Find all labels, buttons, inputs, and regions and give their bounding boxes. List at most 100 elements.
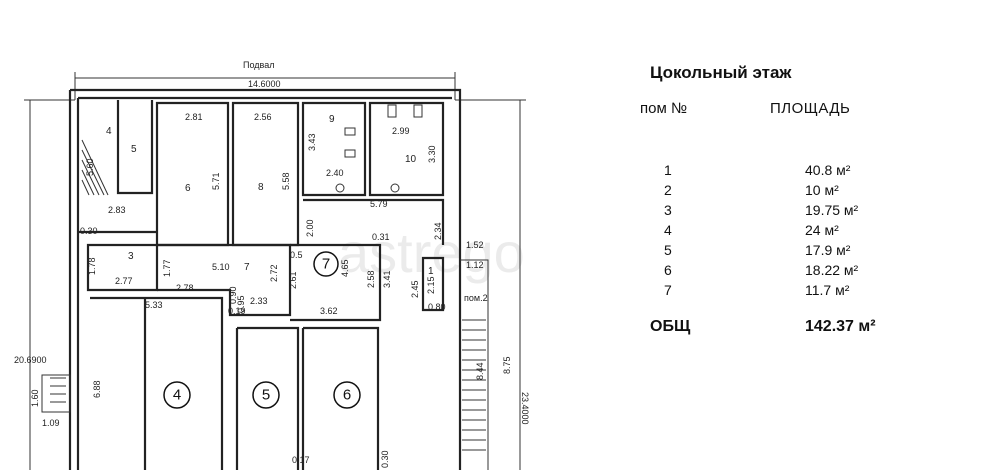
dim-5.33: 5.33 — [145, 300, 163, 310]
room-marker-5-num: 5 — [262, 387, 270, 404]
room-marker-7-num: 7 — [322, 256, 330, 273]
dim-3.43: 3.43 — [307, 133, 317, 151]
room-label-3: 3 — [128, 251, 134, 262]
dim-0.19: 0.19 — [228, 306, 246, 316]
toilet-icons — [344, 104, 423, 158]
legend-row: 2 10 м² — [600, 182, 930, 202]
legend-header-number: пом № — [640, 100, 688, 117]
legend-row-number: 6 — [664, 262, 672, 278]
legend-row-area: 17.9 м² — [805, 242, 851, 258]
legend-row: 4 24 м² — [600, 222, 930, 242]
dim-1.12: 1.12 — [466, 260, 484, 270]
dim-8.44: 8.44 — [475, 362, 485, 380]
room-circle7-walls — [290, 243, 382, 322]
legend-title: Цокольный этаж — [650, 63, 792, 82]
dim-0.90: 0.90 — [228, 286, 238, 304]
dim-2.61: 2.61 — [288, 271, 298, 289]
legend-row-area: 18.22 м² — [805, 262, 859, 278]
legend-header-area: ПЛОЩАДЬ — [770, 100, 851, 117]
sink-icon-2 — [390, 183, 400, 193]
legend-row-area: 24 м² — [805, 222, 839, 238]
stair-right-steps — [462, 319, 486, 451]
legend-row-area: 10 м² — [805, 182, 839, 198]
dim-1.78: 1.78 — [87, 257, 97, 275]
overall-height-left-label: 20.6900 — [14, 355, 47, 365]
room-10-walls — [368, 101, 445, 197]
floor-plan: astrego Подвал 14.6000 20.6900 23.4000 7 — [14, 60, 530, 470]
dim-5.79: 5.79 — [370, 199, 388, 209]
room-1-walls — [421, 256, 445, 312]
room-circle5-walls — [235, 326, 300, 470]
legend-row-number: 1 — [664, 162, 672, 178]
room-marker-6 — [333, 381, 361, 409]
dim-0.95: 0.95 — [236, 295, 246, 313]
legend-row: 5 17.9 м² — [600, 242, 930, 262]
legend-row-area: 40.8 м² — [805, 162, 851, 178]
dim-1.52: 1.52 — [466, 240, 484, 250]
dim-3.30: 3.30 — [427, 145, 437, 163]
legend-row-number: 3 — [664, 202, 672, 218]
dim-2.99: 2.99 — [392, 126, 410, 136]
dim-5.10: 5.10 — [212, 262, 230, 272]
dim-0.30-b: 0.30 — [380, 450, 390, 468]
room-marker-5 — [252, 381, 280, 409]
room-label-8: 8 — [258, 182, 264, 193]
dim-3.41: 3.41 — [382, 270, 392, 288]
stair-right-walls — [460, 259, 489, 470]
legend-row-number: 5 — [664, 242, 672, 258]
room-marker-7 — [313, 251, 339, 277]
legend-row: 7 11.7 м² — [600, 282, 930, 302]
overall-height-right-label: 23.4000 — [520, 392, 530, 425]
legend-row: 6 18.22 м² — [600, 262, 930, 282]
dim-2.78: 2.78 — [176, 283, 194, 293]
dim-4.65: 4.65 — [340, 259, 350, 277]
legend-row-area: 19.75 м² — [805, 202, 859, 218]
dim-2.00: 2.00 — [305, 219, 315, 237]
dim-1.09: 1.09 — [42, 418, 60, 428]
dim-0.31: 0.31 — [372, 232, 390, 242]
dim-2.58: 2.58 — [366, 270, 376, 288]
legend-row-number: 4 — [664, 222, 672, 238]
dim-5.71: 5.71 — [211, 172, 221, 190]
dim-2.33: 2.33 — [250, 296, 268, 306]
room-label-pom2: пом.2 — [464, 293, 488, 303]
room-7-walls — [157, 243, 292, 317]
plan-title: Подвал — [243, 60, 274, 70]
room-circle6-walls — [301, 326, 380, 470]
outer-wall-top-right — [70, 88, 462, 470]
sink-icon — [335, 183, 345, 193]
legend-row: 3 19.75 м² — [600, 202, 930, 222]
room-9-walls — [301, 101, 367, 197]
dim-8.75: 8.75 — [502, 356, 512, 374]
legend-total-label: ОБЩ — [650, 318, 691, 335]
dim-5.60: 5.60 — [85, 158, 95, 176]
room-label-4: 4 — [106, 126, 112, 137]
dim-0.80: 0.80 — [428, 302, 446, 312]
dim-1.60: 1.60 — [30, 389, 40, 407]
room-label-5: 5 — [131, 144, 137, 155]
dim-0.5: 0.5 — [290, 250, 303, 260]
room-4-5-walls — [116, 100, 154, 195]
legend-row-area: 11.7 м² — [805, 282, 850, 298]
legend-row-number: 7 — [664, 282, 672, 298]
legend-total-value: 142.37 м² — [805, 318, 876, 335]
dim-3.62: 3.62 — [320, 306, 338, 316]
room-label-9: 9 — [329, 114, 335, 125]
dim-0.17: 0.17 — [292, 455, 310, 465]
stair-left-block — [41, 374, 71, 413]
dim-2.83: 2.83 — [108, 205, 126, 215]
dim-6.88: 6.88 — [92, 380, 102, 398]
room-label-1: 1 — [428, 266, 434, 277]
dim-2.81: 2.81 — [185, 112, 203, 122]
overall-width-label: 14.6000 — [248, 79, 281, 89]
dim-2.45: 2.45 — [410, 280, 420, 298]
dim-2.15: 2.15 — [426, 276, 436, 294]
dim-2.40: 2.40 — [326, 168, 344, 178]
legend-row-number: 2 — [664, 182, 672, 198]
dim-1.77: 1.77 — [162, 259, 172, 277]
room-label-6: 6 — [185, 183, 191, 194]
room-marker-4 — [163, 381, 191, 409]
room-label-7: 7 — [244, 262, 250, 273]
stair-hatch-top — [81, 139, 109, 196]
dim-5.58: 5.58 — [281, 172, 291, 190]
